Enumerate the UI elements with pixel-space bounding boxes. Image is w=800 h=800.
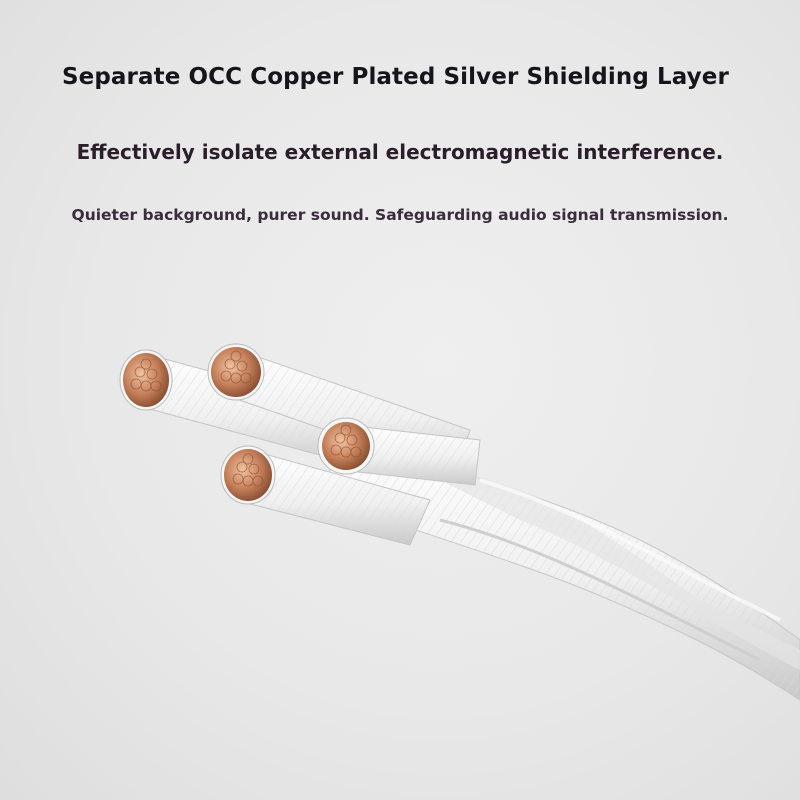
copper-core-3 [322, 422, 370, 470]
copper-core-2 [211, 347, 261, 397]
subheadline: Effectively isolate external electromagn… [76, 140, 724, 164]
caption: Quieter background, purer sound. Safegua… [71, 206, 729, 224]
headline: Separate OCC Copper Plated Silver Shield… [62, 64, 729, 90]
copper-core-4 [224, 449, 272, 501]
cable-strand-3 [317, 417, 481, 486]
cable-strand-4 [220, 445, 431, 546]
copper-core-1 [123, 353, 169, 407]
braided-cable-bundle [329, 429, 800, 701]
